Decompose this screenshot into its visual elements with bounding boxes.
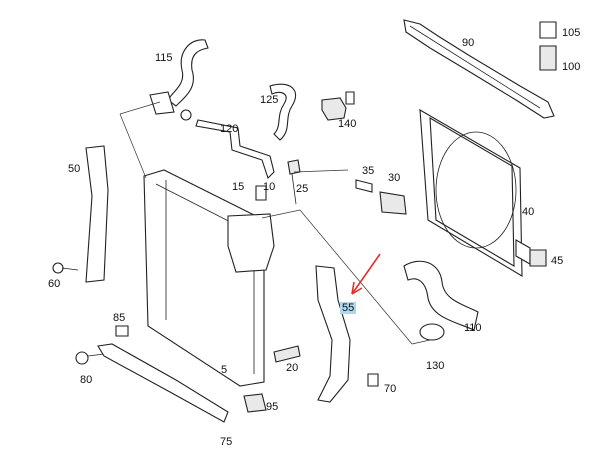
callout-140: 140 [338, 118, 357, 130]
hose-110 [403, 260, 479, 341]
callout-25: 25 [296, 183, 309, 195]
callout-100: 100 [562, 61, 581, 73]
hose-125 [269, 83, 297, 141]
callout-95: 95 [266, 401, 279, 413]
callout-40: 40 [522, 206, 535, 218]
callout-125: 125 [260, 94, 279, 106]
callout-90: 90 [462, 37, 475, 49]
callout-80: 80 [80, 374, 93, 386]
callout-85: 85 [113, 312, 126, 324]
leader-lines [119, 101, 431, 345]
bracket-50 [85, 145, 109, 283]
callout-5: 5 [221, 364, 228, 376]
connector-35 [355, 179, 373, 193]
mount-95 [243, 393, 267, 413]
radiator-5 [143, 169, 265, 387]
clip-70 [367, 373, 379, 387]
sensor-140 [321, 91, 355, 121]
callout-105: 105 [562, 27, 581, 39]
bolt-60 [52, 262, 79, 274]
callout-110: 110 [464, 322, 482, 334]
pointer-arrow [351, 253, 381, 295]
clip-100 [539, 45, 557, 71]
hose-115 [149, 39, 209, 121]
callout-75: 75 [220, 436, 233, 448]
sensor-25 [287, 159, 301, 205]
callout-115: 115 [155, 52, 173, 64]
clip-45 [529, 249, 547, 267]
pipe-120 [195, 119, 275, 180]
callout-50: 50 [68, 163, 81, 175]
callout-30: 30 [388, 172, 401, 184]
clip-85 [115, 325, 129, 337]
clip-105 [539, 21, 557, 39]
screw-20 [273, 345, 301, 363]
callout-120: 120 [220, 123, 239, 135]
callout-45: 45 [551, 255, 564, 267]
air-duct-55 [315, 265, 351, 403]
callout-130: 130 [426, 360, 445, 372]
fan-shroud-40 [419, 109, 531, 277]
seal-75 [97, 343, 229, 423]
callout-55: 55 [340, 302, 357, 314]
switch-30 [379, 191, 407, 215]
callout-35: 35 [362, 165, 375, 177]
callout-20: 20 [286, 362, 299, 374]
callout-15: 15 [232, 181, 245, 193]
callout-70: 70 [384, 383, 397, 395]
bolt-80 [75, 351, 105, 365]
callout-60: 60 [48, 278, 61, 290]
callout-10: 10 [263, 181, 276, 193]
expansion-tank-10 [227, 185, 275, 273]
bracket-90 [403, 19, 555, 119]
